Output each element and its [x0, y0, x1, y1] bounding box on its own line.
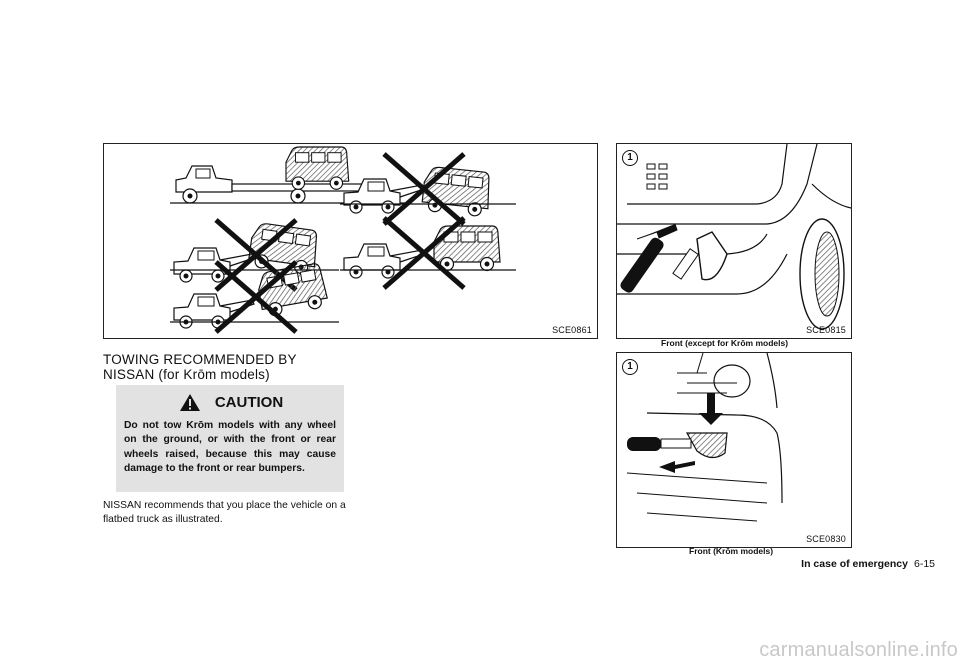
section-title-line-2: NISSAN (for Krōm models) — [103, 367, 270, 382]
front-except-figure: 1 SCE0815 — [616, 143, 852, 339]
caution-text: Do not tow Krōm models with any wheel on… — [124, 420, 336, 475]
callout-1: 1 — [622, 359, 638, 375]
section-title-line-1: TOWING RECOMMENDED BY — [103, 352, 297, 367]
footer-section: In case of emergency — [801, 558, 908, 570]
front-bumper-illustration — [617, 144, 851, 330]
front-bumper-krom-illustration — [626, 353, 783, 522]
figure-code: SCE0861 — [552, 325, 592, 335]
figure-code: SCE0815 — [806, 325, 846, 335]
figure-code: SCE0830 — [806, 534, 846, 544]
towing-figure: SCE0861 — [103, 143, 598, 339]
page-number: 6-15 — [913, 558, 935, 570]
page-footer: In case of emergency 6-15 — [801, 558, 935, 570]
warning-icon — [180, 394, 200, 411]
body-text: NISSAN recommends that you place the veh… — [103, 500, 346, 525]
watermark: carmanualsonline.info — [759, 639, 958, 661]
figure-caption: Front (except for Krōm models) — [661, 338, 789, 348]
towing-illustration — [170, 146, 516, 338]
caution-box: CAUTION Do not tow Krōm models with any … — [116, 385, 344, 492]
callout-1: 1 — [622, 150, 638, 166]
figure-caption: Front (Krōm models) — [689, 546, 774, 556]
section-title: TOWING RECOMMENDED BY NISSAN (for Krōm m… — [103, 352, 297, 382]
caution-heading: CAUTION — [214, 394, 284, 411]
front-krom-figure: 1 SCE0830 — [616, 352, 852, 548]
